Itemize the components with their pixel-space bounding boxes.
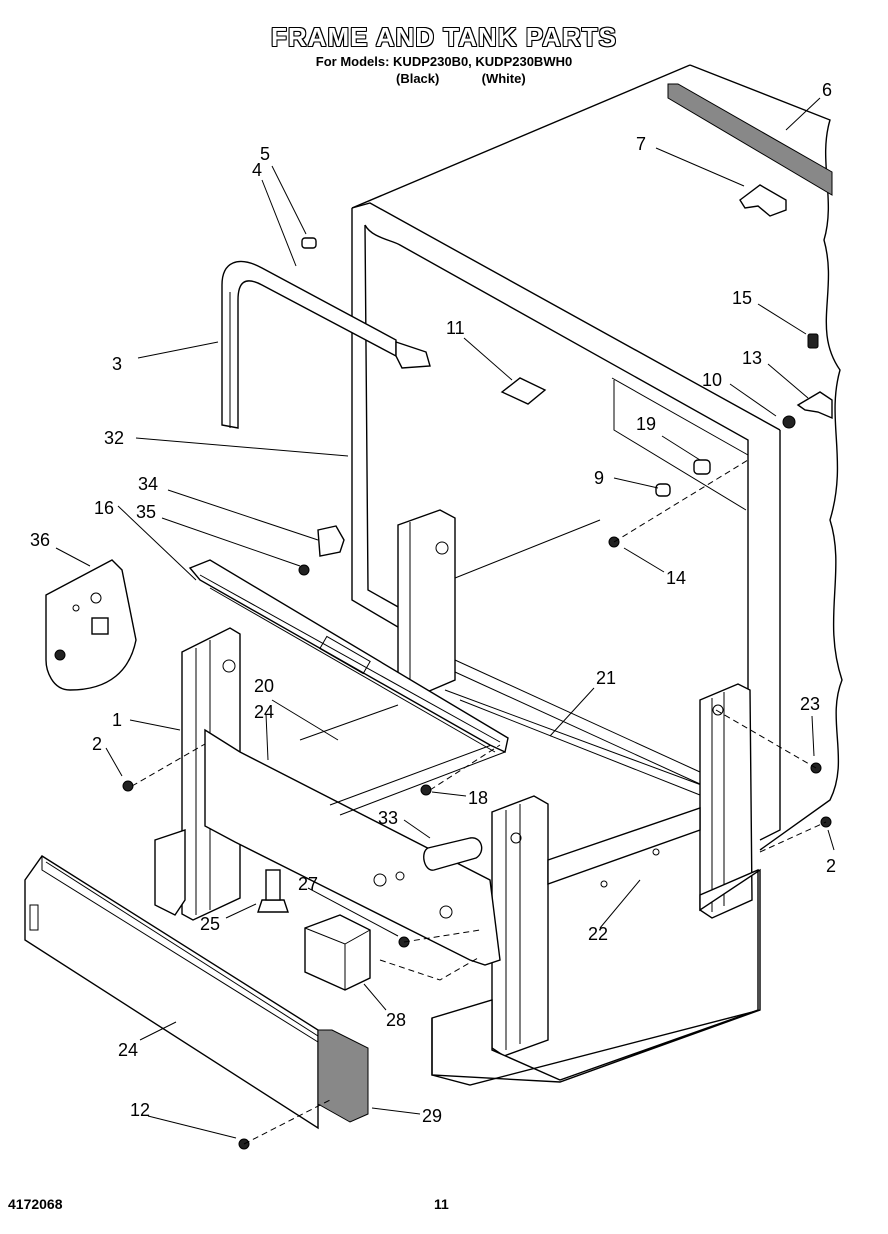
part-34-bracket: [317, 525, 345, 557]
tank-outline: [351, 64, 843, 851]
callout-33: 33: [378, 808, 398, 828]
callout-21: 22: [588, 924, 608, 944]
callout-25: 25: [200, 914, 220, 934]
assembly-lines: [131, 459, 827, 1145]
callout-18: 20: [254, 676, 274, 696]
callout-11: 11: [446, 318, 465, 338]
callout-2-left: 2: [92, 734, 102, 754]
callout-9: 9: [594, 468, 604, 488]
callout-7: 7: [636, 134, 646, 154]
callout-16: 16: [94, 498, 114, 518]
callout-labels: 3 4 5 6 7 11 15 13 10 19 9 14 32 34 35 1…: [30, 80, 836, 1126]
callout-2-right: 2: [826, 856, 836, 876]
leader-lines: [55, 97, 835, 1139]
callout-17: 18: [468, 788, 488, 808]
page-title: FRAME AND TANK PARTS: [271, 22, 617, 52]
part-25-leg: [257, 869, 289, 913]
callout-14: 14: [666, 568, 686, 588]
lower-frame: [154, 509, 761, 1086]
callout-13: 13: [742, 348, 762, 368]
callout-1: 1: [112, 710, 122, 730]
model-variants: (Black) (White): [396, 71, 636, 86]
callout-19: 21: [596, 668, 616, 688]
callout-29: 29: [422, 1106, 442, 1126]
part-7-bracket: [739, 184, 787, 217]
callout-4: 4: [252, 160, 262, 180]
part-28-box: [304, 914, 371, 991]
page-number: 11: [434, 1196, 449, 1212]
callout-12: 12: [130, 1100, 150, 1120]
callout-15: 15: [732, 288, 752, 308]
callout-32: 32: [104, 428, 124, 448]
part-33-pad: [423, 837, 483, 871]
callout-24: 24: [118, 1040, 138, 1060]
variant-white: (White): [481, 71, 526, 86]
callout-34: 34: [138, 474, 158, 494]
part-3-frame-channel: [221, 260, 431, 429]
part-13-bracket: [796, 391, 833, 420]
callout-5: 5: [260, 144, 270, 164]
variant-black: (Black): [396, 71, 440, 86]
part-36-cover: [45, 559, 137, 691]
callout-36: 36: [30, 530, 50, 550]
callout-27: 27: [298, 874, 318, 894]
callout-3: 3: [112, 354, 122, 374]
callout-20: 19: [636, 414, 656, 434]
front-crossmember: [188, 559, 509, 754]
callout-22: 23: [800, 694, 820, 714]
part-6-gasket: [667, 83, 833, 196]
callout-10: 10: [702, 370, 722, 390]
part-29-insulation: [317, 1029, 369, 1123]
callout-28: 28: [386, 1010, 406, 1030]
callout-6: 6: [822, 80, 832, 100]
callout-23: 24: [254, 702, 274, 722]
part-11-clip: [500, 377, 547, 405]
models-line: For Models: KUDP230B0, KUDP230BWH0: [315, 54, 573, 69]
document-number: 4172068: [8, 1196, 63, 1212]
callout-35: 35: [136, 502, 156, 522]
